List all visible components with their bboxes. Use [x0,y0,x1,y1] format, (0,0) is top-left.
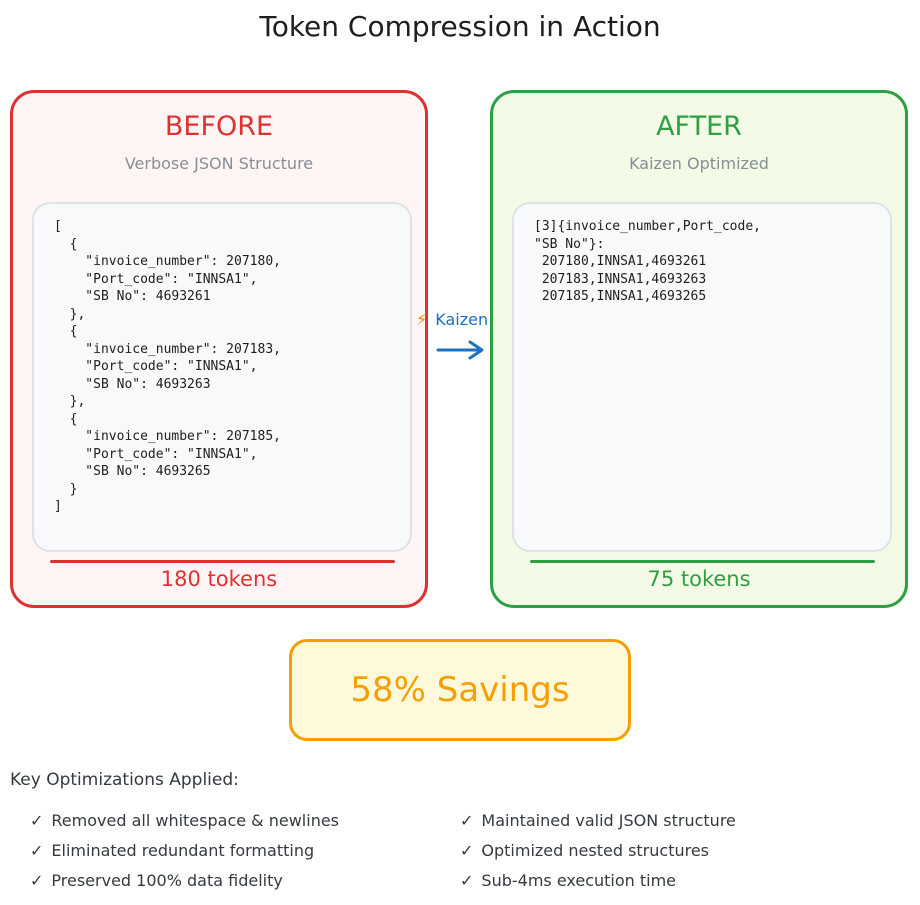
optimizations-heading: Key Optimizations Applied: [10,770,239,790]
check-icon: ✓ [460,871,474,890]
optimizations-list-right: ✓Maintained valid JSON structure ✓Optimi… [460,808,736,898]
list-item: ✓Eliminated redundant formatting [30,841,315,860]
lightning-icon: ⚡ [416,310,428,329]
check-icon: ✓ [460,841,474,860]
right-arrow-icon [436,340,484,360]
before-underline [50,560,395,563]
page-title: Token Compression in Action [259,10,661,43]
before-token-count: 180 tokens [160,567,278,591]
check-icon: ✓ [460,811,474,830]
after-underline [530,560,875,563]
list-item: ✓Optimized nested structures [460,841,710,860]
after-code-block: [3]{invoice_number,Port_code, "SB No"}: … [512,202,892,552]
after-panel: AFTER Kaizen Optimized [3]{invoice_numbe… [490,90,908,608]
list-item: ✓Maintained valid JSON structure [460,811,736,830]
list-item: ✓Preserved 100% data fidelity [30,871,283,890]
check-icon: ✓ [30,811,44,830]
check-icon: ✓ [30,841,44,860]
before-subtitle: Verbose JSON Structure [124,154,314,173]
list-item: ✓Removed all whitespace & newlines [30,811,340,830]
check-icon: ✓ [30,871,44,890]
arrow-label: ⚡ Kaizen [416,310,488,329]
savings-badge: 58% Savings [289,639,631,741]
kaizen-label: Kaizen [435,310,489,329]
after-subtitle: Kaizen Optimized [629,154,769,173]
list-item: ✓Sub-4ms execution time [460,871,677,890]
optimizations-list-left: ✓Removed all whitespace & newlines ✓Elim… [30,808,339,898]
before-code-block: [ { "invoice_number": 207180, "Port_code… [32,202,412,552]
after-heading: AFTER [656,111,742,142]
before-panel: BEFORE Verbose JSON Structure [ { "invoi… [10,90,428,608]
before-heading: BEFORE [164,111,274,142]
after-token-count: 75 tokens [647,567,751,591]
